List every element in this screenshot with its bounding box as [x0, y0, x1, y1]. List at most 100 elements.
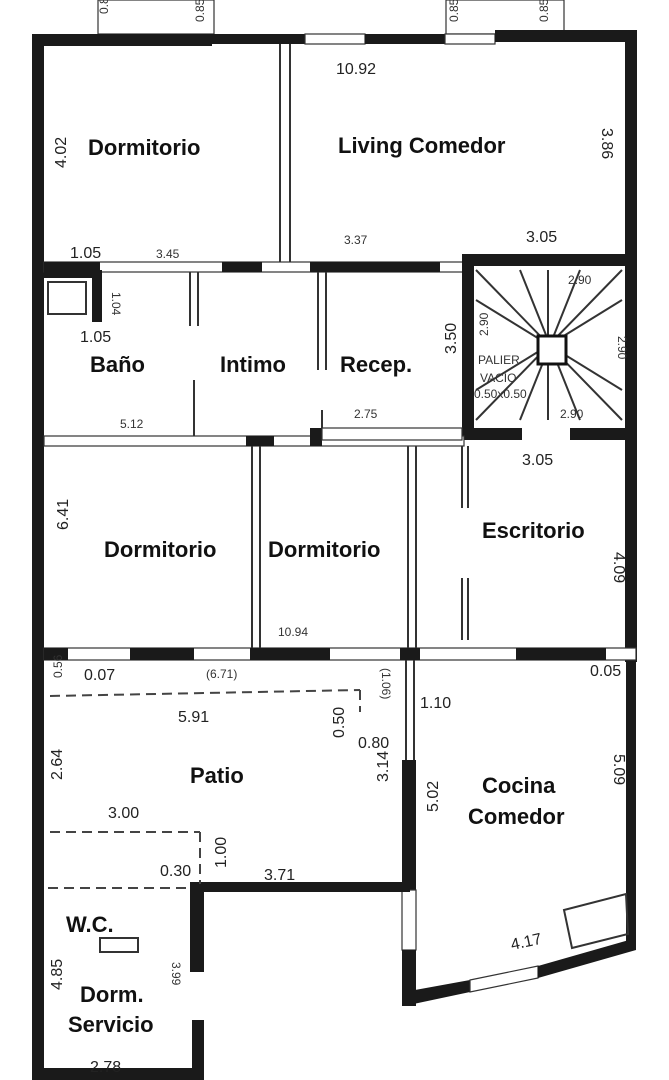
dim-0-07: 0.07 [84, 667, 115, 684]
dim-4-02: 4.02 [53, 137, 70, 168]
room-dormitorio-mid-1: Dormitorio [104, 537, 216, 562]
dim-5-09: 5.09 [610, 754, 627, 785]
wall [44, 648, 68, 660]
wall [402, 950, 416, 1006]
wall [365, 34, 445, 44]
dim-1-10: 1.10 [420, 695, 451, 712]
dim-4-85: 4.85 [49, 959, 66, 990]
dim-0-05: 0.05 [590, 663, 621, 680]
dim-6-41: 6.41 [55, 499, 72, 530]
wall [222, 262, 262, 272]
window [321, 427, 463, 441]
dim-0-30: 0.30 [160, 863, 191, 880]
closet [47, 281, 87, 315]
top-balconies: 0.85 0.85 0.85 0.85 [97, 0, 565, 35]
room-bano: Baño [90, 352, 145, 377]
balcony-left [97, 0, 215, 35]
wall [516, 648, 606, 660]
room-cocina: Cocina [482, 773, 556, 798]
wc-fixture [99, 937, 139, 953]
dim-4-09: 4.09 [610, 552, 627, 583]
dim-1-05-a: 1.05 [70, 245, 101, 262]
dim-3-50: 3.50 [443, 323, 460, 354]
wall [130, 648, 194, 660]
stair-well: PALIER VACIO 0.50x0.50 2.90 2.90 2.90 2.… [474, 269, 629, 421]
room-dormitorio-top: Dormitorio [88, 135, 200, 160]
dim-0-85-b: 0.85 [193, 0, 207, 22]
dim-1-00: 1.00 [213, 837, 230, 868]
dim-2-90-d: 2.90 [560, 407, 584, 421]
room-comedor: Comedor [468, 804, 565, 829]
room-wc: W.C. [66, 912, 114, 937]
room-escritorio: Escritorio [482, 518, 585, 543]
room-patio: Patio [190, 763, 244, 788]
dim-1-06: (1.06) [379, 668, 393, 699]
dim-10-94: 10.94 [278, 625, 308, 639]
room-servicio: Servicio [68, 1012, 154, 1037]
wall [570, 428, 636, 440]
dim-0-85-d: 0.85 [537, 0, 551, 22]
dim-1-05-b: 1.05 [80, 329, 111, 346]
room-dormitorio-mid-2: Dormitorio [268, 537, 380, 562]
room-labels: Dormitorio Living Comedor Baño Intimo Re… [66, 133, 585, 1037]
wall [625, 30, 637, 662]
room-dorm: Dorm. [80, 982, 144, 1007]
wall [246, 436, 274, 446]
dim-10-92: 10.92 [336, 61, 376, 78]
dim-3-71: 3.71 [264, 867, 295, 884]
wall [402, 760, 416, 890]
dim-3-37: 3.37 [344, 233, 368, 247]
wall [190, 882, 204, 972]
dim-0-50: 0.50 [331, 707, 348, 738]
balcony-right [445, 0, 565, 35]
dim-3-05-a: 3.05 [526, 229, 557, 246]
room-intimo: Intimo [220, 352, 286, 377]
wall [44, 262, 100, 272]
window [469, 965, 539, 993]
dim-5-12: 5.12 [120, 417, 144, 431]
dashed-line [49, 689, 361, 697]
wall [310, 428, 322, 446]
dim-2-75: 2.75 [354, 407, 378, 421]
room-recep: Recep. [340, 352, 412, 377]
outer-walls [32, 30, 637, 1080]
wall [400, 648, 420, 660]
dim-0-85-c: 0.85 [447, 0, 461, 22]
wall [495, 30, 635, 42]
dim-2-78: 2.78 [90, 1059, 121, 1076]
wall [92, 270, 102, 322]
room-living-comedor: Living Comedor [338, 133, 506, 158]
dim-0-56: 0.56 [51, 654, 65, 678]
wall [32, 34, 212, 46]
wall [212, 34, 305, 44]
wall [310, 262, 440, 272]
wall [44, 270, 100, 278]
wall [538, 938, 636, 978]
interior-walls [43, 44, 637, 953]
dim-3-00: 3.00 [108, 805, 139, 822]
wall [462, 254, 474, 440]
dim-3-99: 3.99 [169, 962, 183, 986]
stair-label-2: VACIO [480, 371, 516, 385]
dim-1-04: 1.04 [109, 292, 123, 316]
stair-void [536, 334, 568, 366]
window [401, 889, 417, 951]
dim-2-90-b: 2.90 [477, 312, 491, 336]
dim-0-85-a: 0.85 [97, 0, 111, 14]
dim-2-90-a: 2.90 [568, 273, 592, 287]
stair-label-3: 0.50x0.50 [474, 387, 527, 401]
wall [250, 648, 330, 660]
wall [462, 254, 636, 266]
wall [32, 34, 44, 1080]
wall [404, 980, 470, 1006]
dim-6-71: (6.71) [206, 667, 237, 681]
wall [626, 660, 636, 950]
wall [192, 1020, 204, 1072]
dim-5-91: 5.91 [178, 709, 209, 726]
dim-2-64: 2.64 [49, 749, 66, 780]
dim-4-17: 4.17 [509, 931, 543, 954]
kitchen-counter [562, 892, 630, 950]
window [444, 33, 496, 45]
stair-label-1: PALIER [478, 353, 520, 367]
